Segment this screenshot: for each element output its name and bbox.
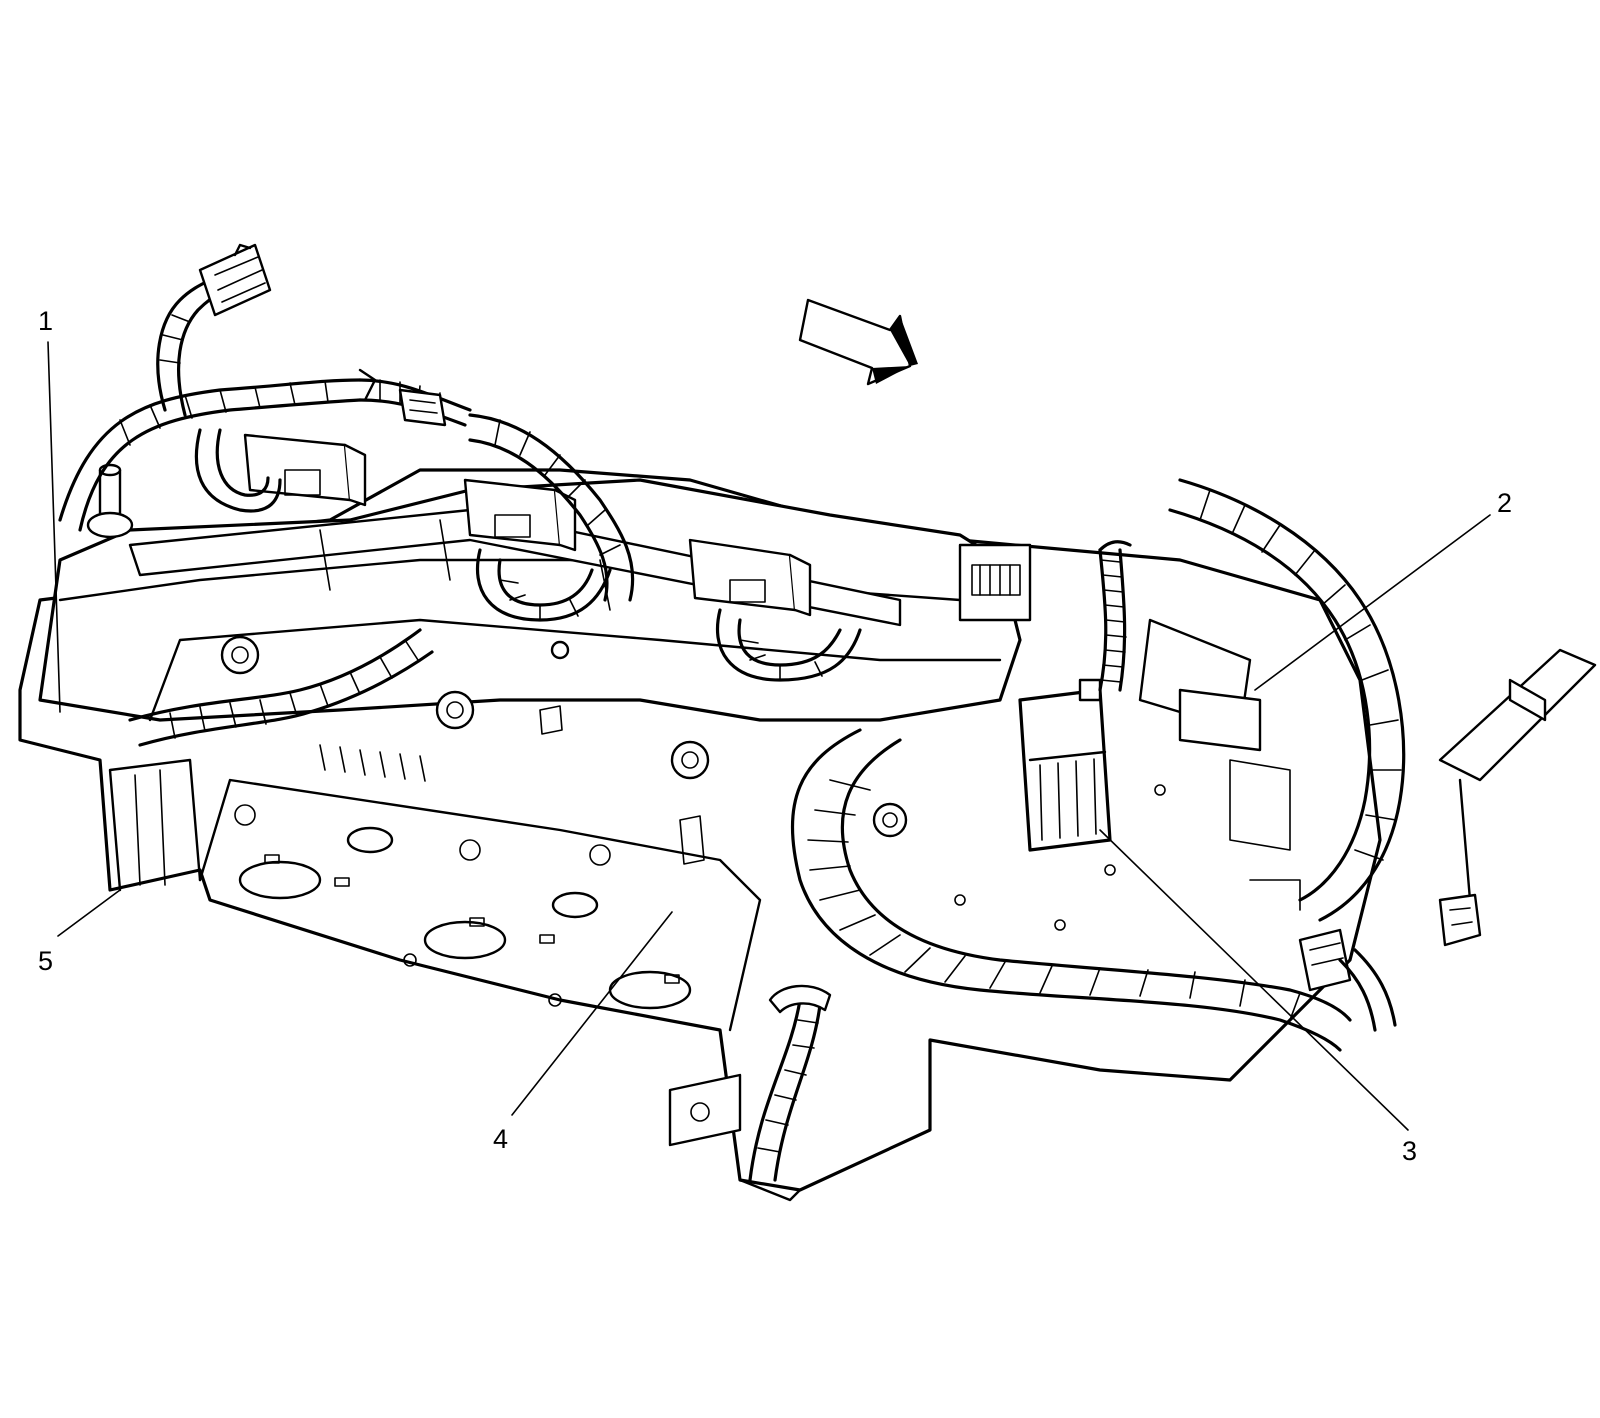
bolt-icon [435, 690, 475, 730]
ignition-coil [243, 433, 367, 507]
ignition-coil [688, 538, 812, 617]
bolt-icon [220, 635, 260, 675]
mounting-bracket [1438, 648, 1597, 947]
harness-connector [1018, 678, 1112, 852]
wiring-harness [58, 243, 1406, 1182]
callout-3: 3 [1402, 1136, 1417, 1166]
callout-4: 4 [493, 1124, 508, 1154]
sensor-connector-bracket [958, 543, 1262, 752]
callout-leaders [47, 341, 1491, 1131]
bolt-icon [550, 640, 570, 660]
front-direction-arrow-icon [798, 298, 918, 386]
lower-bracket [668, 1073, 802, 1202]
callout-5: 5 [38, 946, 53, 976]
harness-plug-icon [198, 243, 272, 317]
callout-1: 1 [38, 306, 53, 336]
bolt-icon [872, 802, 908, 838]
fastener-details [539, 705, 1301, 931]
bolt-icon [670, 740, 710, 780]
sensor-plug-icon [398, 388, 447, 427]
callout-2: 2 [1497, 488, 1512, 518]
harness-plug-icon [1298, 928, 1352, 992]
